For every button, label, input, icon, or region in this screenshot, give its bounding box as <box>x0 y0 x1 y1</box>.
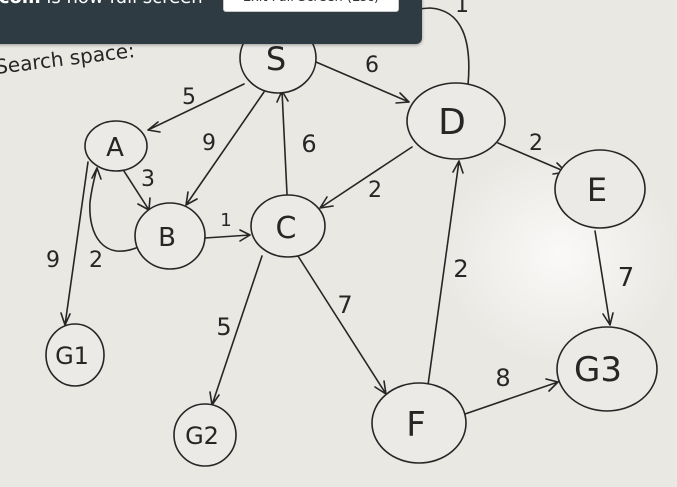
edge-A-B <box>121 167 151 211</box>
node-F <box>371 382 467 464</box>
edge-D-C <box>319 146 413 209</box>
node-label-C: C <box>276 211 297 246</box>
weight-A-G1: 9 <box>46 248 60 273</box>
edge-S-D <box>315 61 410 104</box>
weight-D-E: 2 <box>529 131 543 156</box>
weight-F-G3: 8 <box>495 364 510 392</box>
fullscreen-notification: .com is now full screen Exit Full Screen… <box>0 0 422 44</box>
node-label-D: D <box>438 102 466 143</box>
edge-A-G1 <box>60 161 89 326</box>
weight-F-D: 2 <box>453 255 468 283</box>
node-labels: S A B C D E F G1 G2 G3 <box>55 40 622 450</box>
node-label-B: B <box>158 223 176 253</box>
edge-F-D <box>427 160 464 386</box>
node-label-F: F <box>406 405 426 445</box>
node-B <box>134 202 206 270</box>
weight-C-F: 7 <box>337 291 352 319</box>
node-C <box>250 194 326 258</box>
weight-D-S: 1 <box>455 0 469 18</box>
node-D <box>406 82 506 160</box>
graph-edges <box>60 7 614 415</box>
node-A <box>84 120 148 172</box>
fullscreen-message: .com is now full screen <box>0 0 203 8</box>
edge-B-A <box>89 167 137 252</box>
node-label-G1: G1 <box>55 342 89 370</box>
fullscreen-domain: .com <box>0 0 41 8</box>
node-G3 <box>556 326 658 412</box>
weight-E-G3: 7 <box>618 263 635 293</box>
weight-S-B: 9 <box>202 131 216 156</box>
edge-B-C <box>204 229 251 242</box>
fullscreen-message-text: is now full screen <box>41 0 202 8</box>
edge-E-G3 <box>594 230 614 326</box>
weight-D-C: 2 <box>368 178 382 203</box>
edge-C-F <box>297 255 387 395</box>
edge-S-B <box>185 91 265 206</box>
node-G1 <box>45 323 105 387</box>
node-label-E: E <box>587 171 607 209</box>
node-label-S: S <box>266 40 286 78</box>
node-label-G3: G3 <box>574 350 622 390</box>
edge-S-A <box>147 83 245 133</box>
node-label-A: A <box>106 133 124 163</box>
weight-S-A: 5 <box>182 85 196 110</box>
weight-A-B: 3 <box>141 167 155 192</box>
edge-weights: 5 9 6 1 3 9 2 1 6 5 7 2 2 7 2 8 <box>46 0 634 392</box>
node-label-G2: G2 <box>185 422 219 450</box>
graph-nodes <box>45 22 658 467</box>
exit-fullscreen-button[interactable]: Exit Full Screen (Esc) <box>223 0 399 12</box>
node-E <box>554 149 646 229</box>
weight-C-S: 6 <box>301 130 316 158</box>
weight-S-D: 6 <box>365 53 379 78</box>
edge-C-G2 <box>209 255 263 406</box>
edge-F-G3 <box>464 378 559 415</box>
weight-B-C: 1 <box>220 210 231 231</box>
node-G2 <box>173 403 237 467</box>
weight-C-G2: 5 <box>216 313 231 341</box>
weight-B-A: 2 <box>89 248 103 273</box>
